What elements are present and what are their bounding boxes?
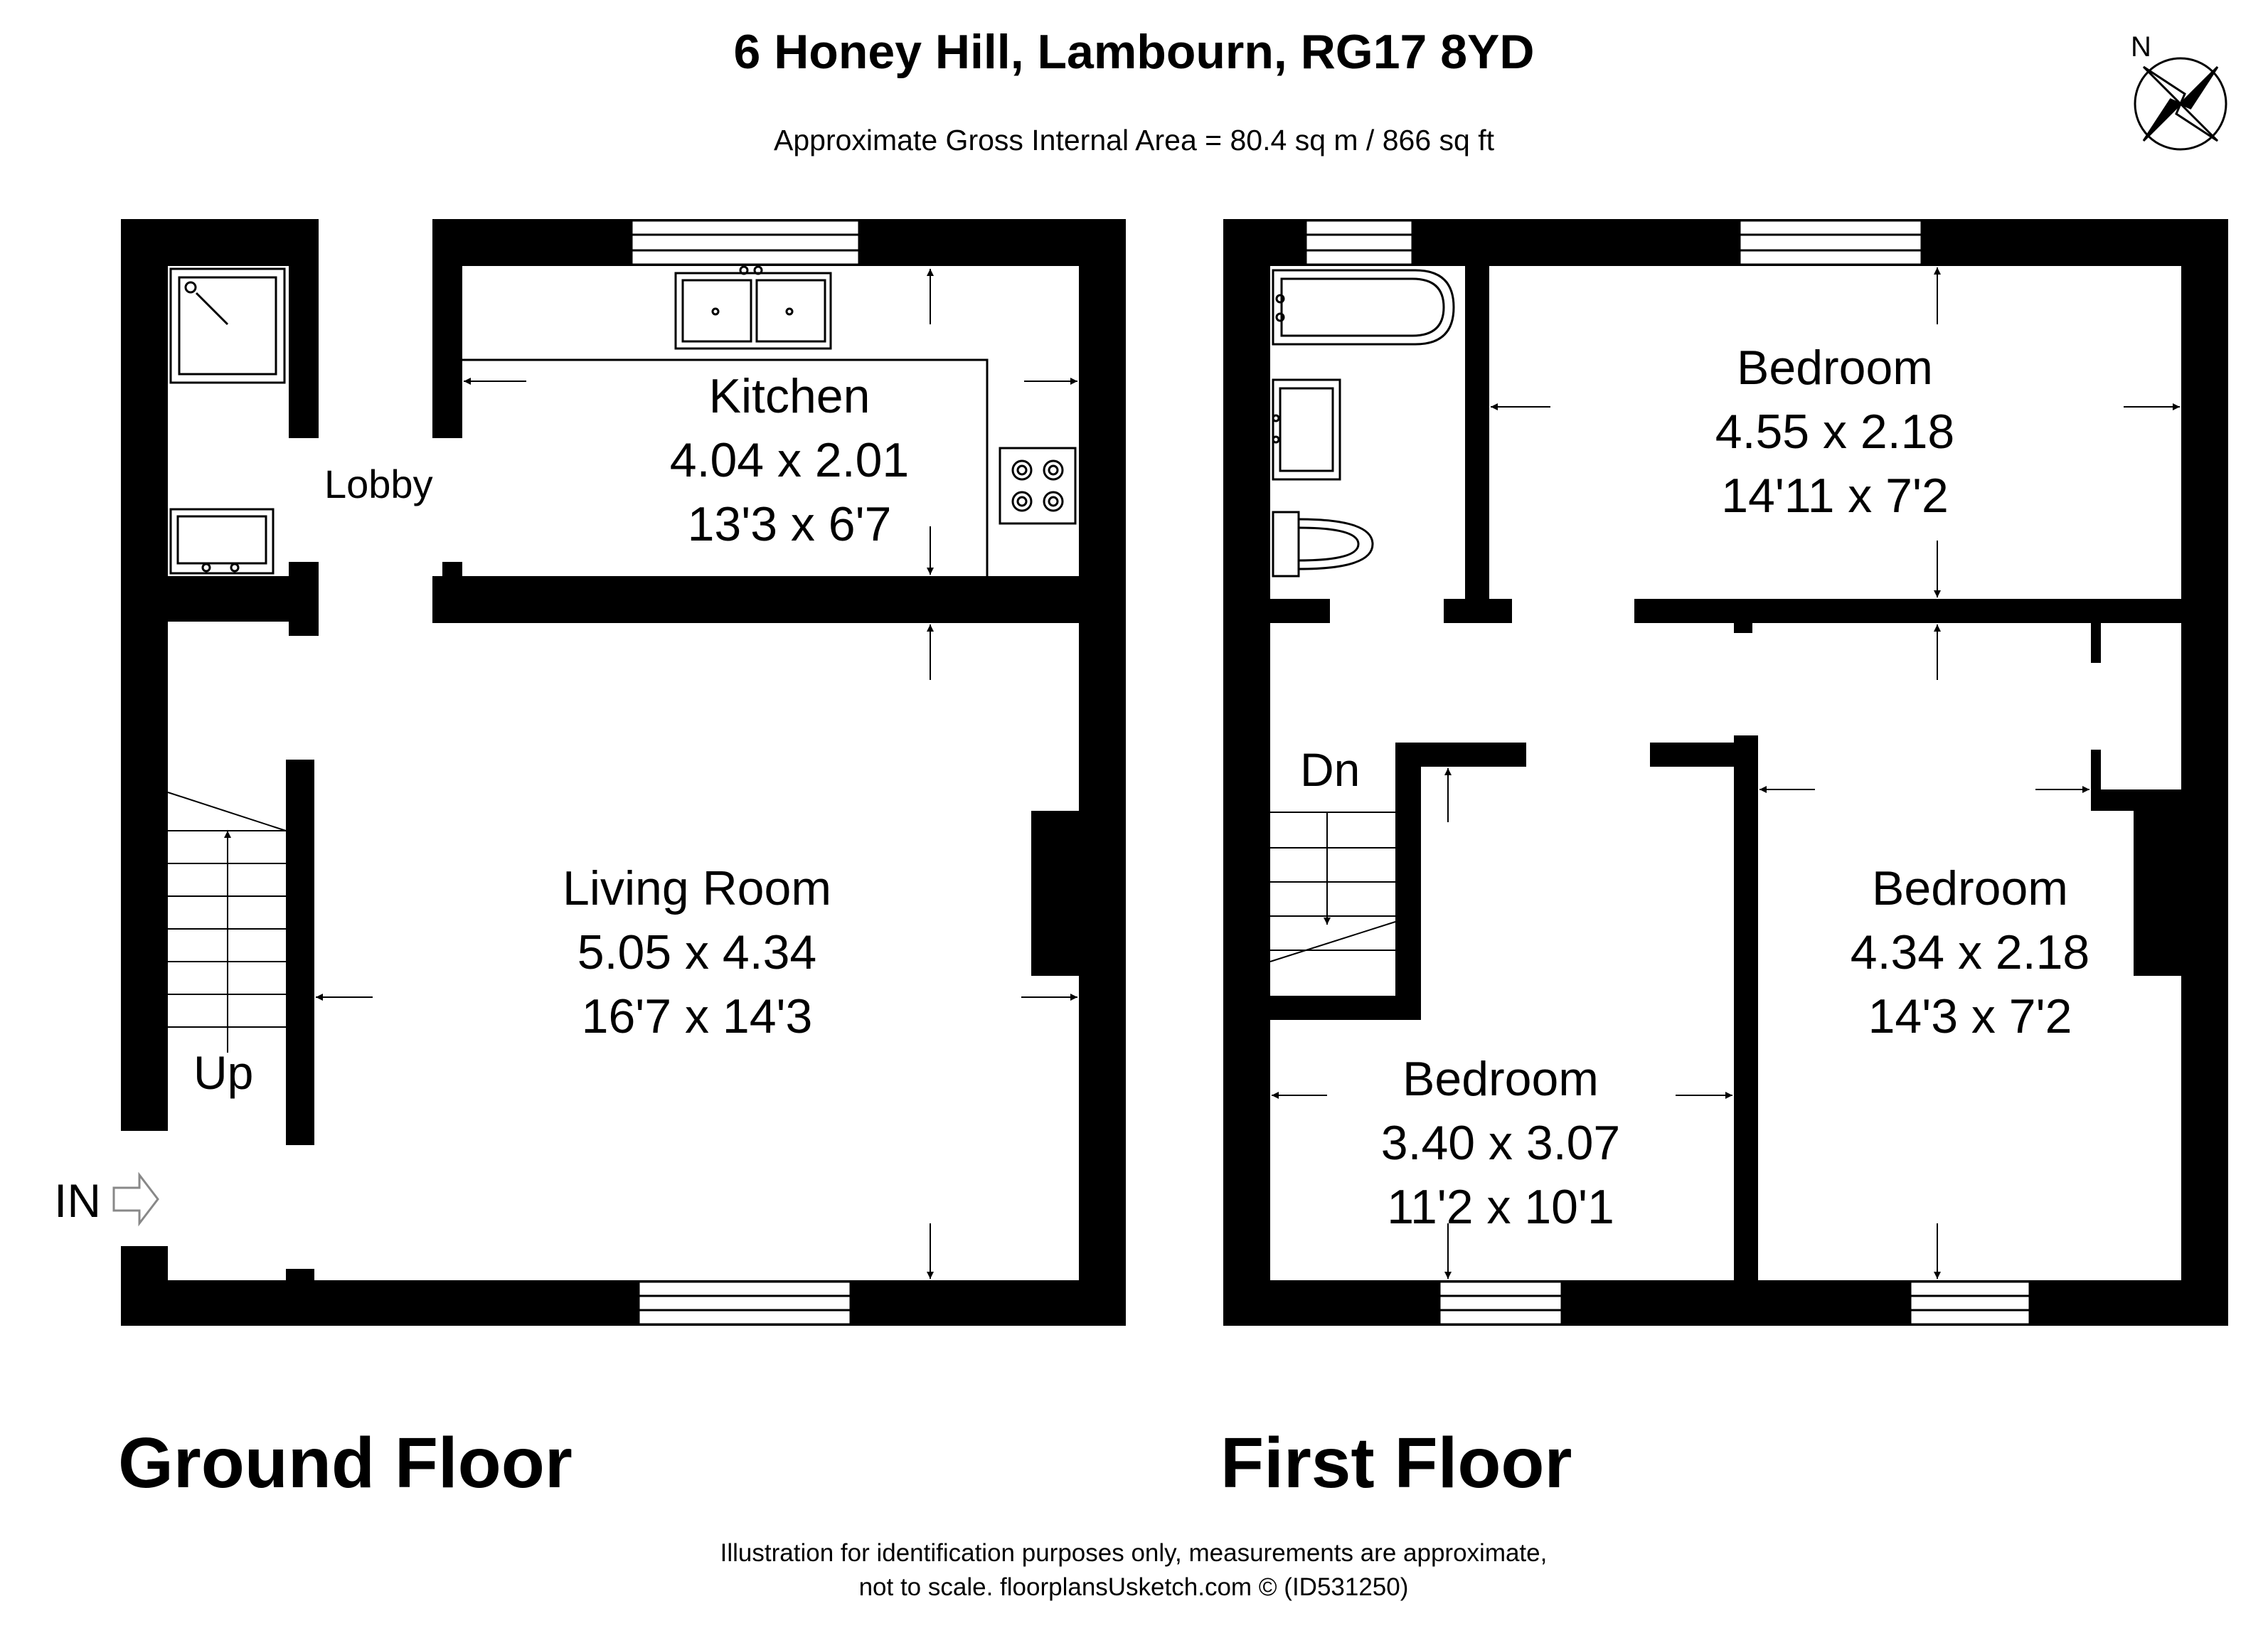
staircase-up (167, 792, 287, 1053)
bath-icon (1272, 269, 1455, 346)
bedroom-top-metric: 4.55 x 2.18 (1715, 405, 1955, 459)
bedroom-right-name: Bedroom (1872, 861, 2068, 915)
kitchen-sink-icon (674, 265, 832, 350)
stairs-down-label: Dn (1300, 743, 1361, 796)
bedroom-top-label: Bedroom 4.55 x 2.18 14'11 x 7'2 (1636, 336, 2034, 528)
compass-rose-icon (2134, 57, 2227, 151)
bedroom-right-label: Bedroom 4.34 x 2.18 14'3 x 7'2 (1778, 856, 2162, 1048)
living-room-metric: 5.05 x 4.34 (577, 925, 817, 979)
toilet-icon (1272, 511, 1374, 578)
property-address: 6 Honey Hill, Lambourn, RG17 8YD (733, 25, 1535, 79)
disclaimer: Illustration for identification purposes… (636, 1536, 1631, 1605)
gross-internal-area: Approximate Gross Internal Area = 80.4 s… (774, 124, 1494, 156)
staircase-down (1269, 812, 1396, 962)
ground-floor-windows (630, 219, 861, 1326)
living-room-name: Living Room (563, 861, 831, 915)
first-dimension-arrows (1272, 267, 2180, 1279)
washbasin-icon (169, 508, 275, 575)
bedroom-bottom-metric: 3.40 x 3.07 (1380, 1116, 1621, 1170)
bedroom-right-metric: 4.34 x 2.18 (1850, 925, 2090, 979)
kitchen-label: Kitchen 4.04 x 2.01 13'3 x 6'7 (590, 364, 989, 556)
compass-north-label: N (2131, 31, 2151, 63)
bedroom-top-imperial: 14'11 x 7'2 (1721, 469, 1949, 523)
kitchen-name: Kitchen (708, 369, 871, 423)
stairs-up-label: Up (193, 1046, 254, 1099)
kitchen-imperial: 13'3 x 6'7 (687, 497, 892, 551)
kitchen-metric: 4.04 x 2.01 (669, 433, 910, 487)
hob-icon (999, 447, 1077, 525)
disclaimer-line-1: Illustration for identification purposes… (720, 1539, 1548, 1567)
bedroom-top-name: Bedroom (1737, 341, 1933, 395)
first-floor-walls (1223, 219, 2228, 1326)
lobby-label: Lobby (324, 462, 433, 506)
disclaimer-line-2: not to scale. floorplansUsketch.com © (I… (858, 1573, 1409, 1601)
kitchen-counter (462, 358, 989, 576)
first-floor-title: First Floor (1220, 1423, 1572, 1503)
bedroom-right-imperial: 14'3 x 7'2 (1868, 989, 2072, 1043)
living-room-label: Living Room 5.05 x 4.34 16'7 x 14'3 (484, 856, 910, 1048)
entrance-label: IN (54, 1174, 101, 1227)
ground-floor-title: Ground Floor (118, 1423, 573, 1503)
bathroom-basin-icon (1272, 378, 1341, 481)
shower-tray-icon (169, 267, 286, 384)
entrance-arrow-icon (112, 1171, 159, 1227)
ground-dimension-arrows (316, 269, 1077, 1279)
living-room-imperial: 16'7 x 14'3 (581, 989, 813, 1043)
ground-floor-walls (121, 219, 1126, 1326)
first-floor-windows (1304, 219, 2031, 1326)
bedroom-bottom-imperial: 11'2 x 10'1 (1387, 1180, 1614, 1234)
bedroom-bottom-name: Bedroom (1402, 1052, 1599, 1106)
bedroom-bottom-label: Bedroom 3.40 x 3.07 11'2 x 10'1 (1309, 1047, 1693, 1239)
